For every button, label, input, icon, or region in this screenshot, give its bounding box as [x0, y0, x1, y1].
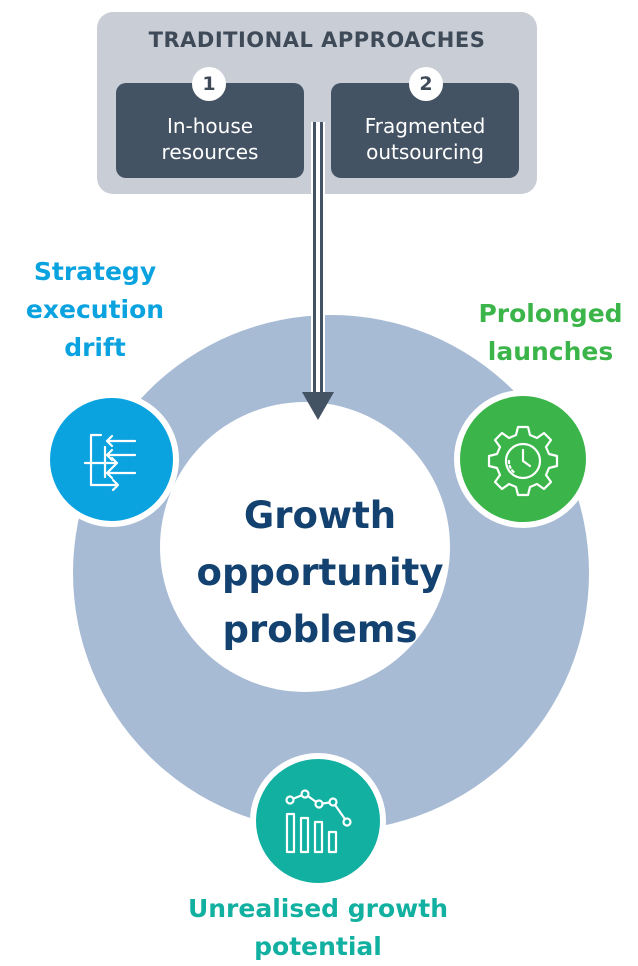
process-arrows-icon — [83, 433, 136, 491]
down-arrow-icon — [302, 122, 334, 420]
label-line: drift — [64, 333, 126, 362]
label-line: launches — [487, 337, 614, 366]
strategy-execution-label: Strategy execution drift — [0, 253, 190, 367]
center-title-line: opportunity — [196, 551, 444, 594]
approach-line: resources — [161, 140, 259, 164]
label-line: Prolonged — [478, 299, 623, 328]
label-line: Unrealised growth — [187, 894, 449, 923]
center-title-line: problems — [222, 608, 418, 651]
center-title-line: Growth — [243, 494, 397, 537]
gear-clock-icon — [487, 425, 559, 497]
bar-line-chart-icon — [285, 789, 352, 854]
number-badge-2: 2 — [409, 67, 443, 101]
center-title: Growth opportunity problems — [160, 487, 480, 658]
label-line: execution — [25, 295, 165, 324]
approach-line: Fragmented — [364, 114, 486, 138]
unrealised-growth-label: Unrealised growth potential — [140, 890, 496, 966]
prolonged-launches-circle — [454, 390, 592, 528]
number-badge-1: 1 — [192, 67, 226, 101]
prolonged-launches-label: Prolonged launches — [463, 295, 638, 371]
traditional-approaches-title: TRADITIONAL APPROACHES — [148, 28, 486, 52]
approach-line: In-house — [166, 114, 254, 138]
label-line: Strategy — [33, 257, 157, 286]
unrealised-growth-circle — [250, 753, 386, 889]
center-circle — [160, 402, 450, 692]
approach-line: outsourcing — [366, 140, 484, 164]
label-line: potential — [254, 932, 382, 961]
strategy-execution-circle — [44, 392, 179, 527]
